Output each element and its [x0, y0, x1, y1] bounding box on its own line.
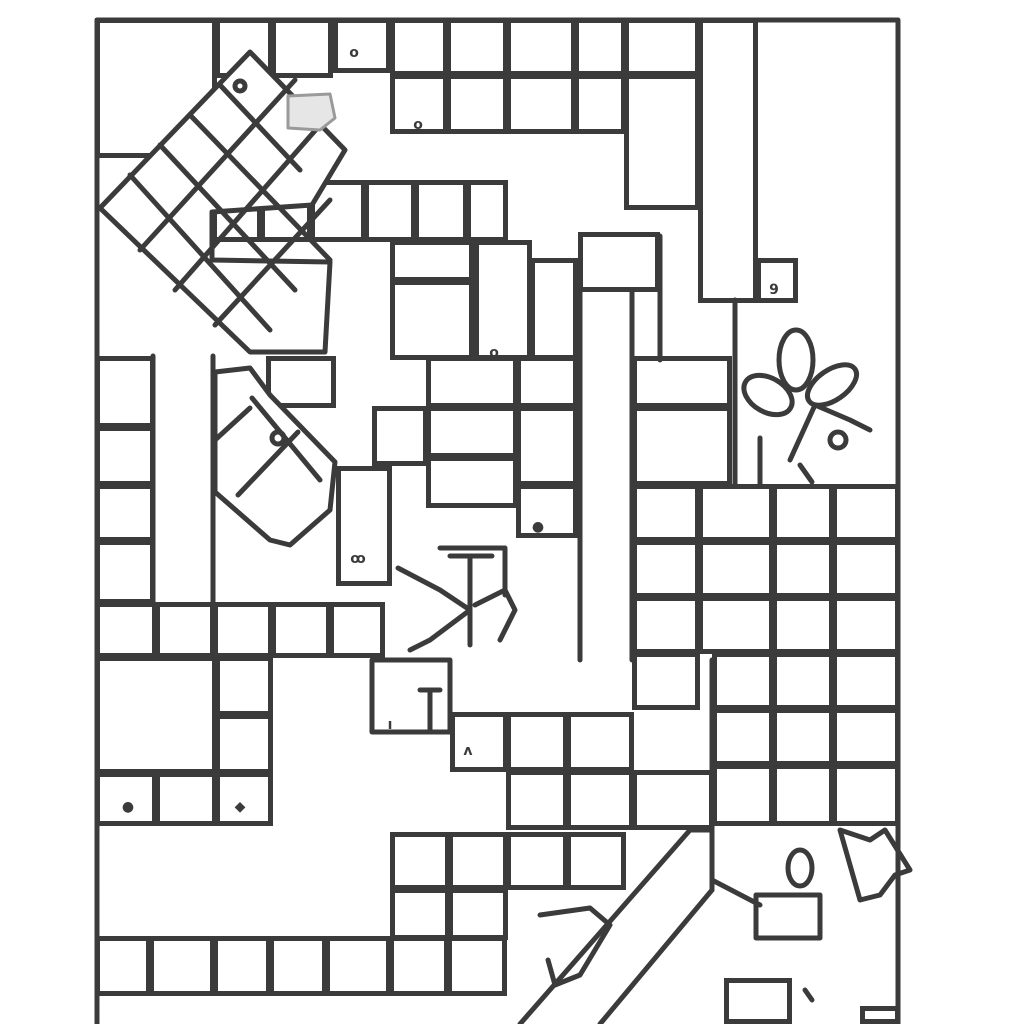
grid-cell [566, 712, 634, 772]
cell-mark-icon: o [489, 345, 499, 361]
grid-cell [215, 656, 273, 716]
grid-cell [574, 74, 626, 134]
grid-cell [215, 714, 273, 774]
grid-cell [772, 764, 834, 826]
tilted-block-middle [212, 365, 338, 548]
grid-cell [426, 456, 518, 508]
grid-cell [390, 240, 474, 282]
grid-cell [724, 978, 792, 1024]
grid-cell [566, 770, 634, 830]
diagonal-shape-bottom [517, 657, 763, 1024]
grid-cell [632, 540, 700, 598]
grid-cell [446, 74, 508, 134]
plant-illustration-right [741, 327, 873, 487]
cell-mark-icon: ꝏ [350, 551, 366, 567]
grid-cell [364, 180, 416, 242]
grid-cell [448, 832, 508, 890]
grid-cell [155, 602, 215, 658]
cell-mark-icon: ● [121, 799, 135, 815]
grid-cell [632, 596, 700, 654]
grid-cell [698, 18, 758, 303]
grid-cell [712, 652, 774, 710]
grid-cell [426, 356, 518, 408]
grid-cell [756, 258, 798, 303]
grid-cell [466, 180, 508, 242]
grid-cell [155, 772, 217, 826]
grid-cell [698, 540, 774, 598]
grid-cell [772, 540, 834, 598]
outer-frame [94, 17, 901, 1024]
cell-mark-icon: 9 [769, 282, 779, 298]
grid-cell [474, 240, 532, 360]
grid-cell [269, 936, 327, 996]
grid-cell [832, 596, 900, 654]
grid-cell [390, 280, 474, 360]
grid-cell [95, 602, 157, 658]
sketch-centre [369, 545, 518, 735]
tilted-block-top [97, 49, 348, 355]
grid-cell [390, 832, 450, 890]
grid-cell [506, 712, 568, 772]
grid-cell [414, 180, 468, 242]
grid-cell [426, 406, 518, 458]
cell-mark-icon: ʌ [463, 743, 473, 759]
grid-cell [213, 602, 273, 658]
grid-cell [389, 936, 449, 996]
grid-cell [372, 406, 428, 466]
grid-cell [215, 772, 273, 826]
sketch-bottom-right [537, 827, 913, 1003]
grid-cell [772, 484, 834, 542]
cell-mark-icon: ◆ [234, 799, 246, 815]
grid-cell [772, 596, 834, 654]
grid-cell [632, 652, 700, 710]
grid-cell [213, 936, 271, 996]
grid-cell [624, 74, 700, 210]
grid-cell [632, 484, 700, 542]
grid-cell [149, 936, 215, 996]
cell-mark-icon: ● [531, 519, 545, 535]
grid-cell [506, 74, 576, 134]
grid-cell [271, 602, 331, 658]
grid-cell [632, 356, 732, 408]
grid-cell [506, 832, 568, 890]
grid-cell [95, 656, 217, 774]
cell-mark-icon: ı [387, 717, 393, 733]
grid-cell [329, 602, 385, 658]
strip-lines [150, 233, 738, 663]
grid-cell [336, 466, 392, 586]
grid-cell [447, 936, 507, 996]
grid-cell [772, 652, 834, 710]
grid-cell [516, 406, 578, 486]
cell-mark-icon: o [349, 45, 359, 61]
grid-cell [566, 832, 626, 890]
grid-cell [832, 764, 900, 826]
grid-cell [390, 74, 448, 134]
grid-cell [450, 712, 508, 772]
grid-cell [698, 596, 774, 654]
grid-cell [325, 936, 391, 996]
grid-cell [712, 764, 774, 826]
grid-cell [506, 770, 568, 830]
grid-cell [698, 484, 774, 542]
grid-cell [516, 484, 578, 538]
cell-mark-icon: o [413, 117, 423, 133]
grid-cell [516, 356, 578, 408]
grid-cell [772, 708, 834, 766]
